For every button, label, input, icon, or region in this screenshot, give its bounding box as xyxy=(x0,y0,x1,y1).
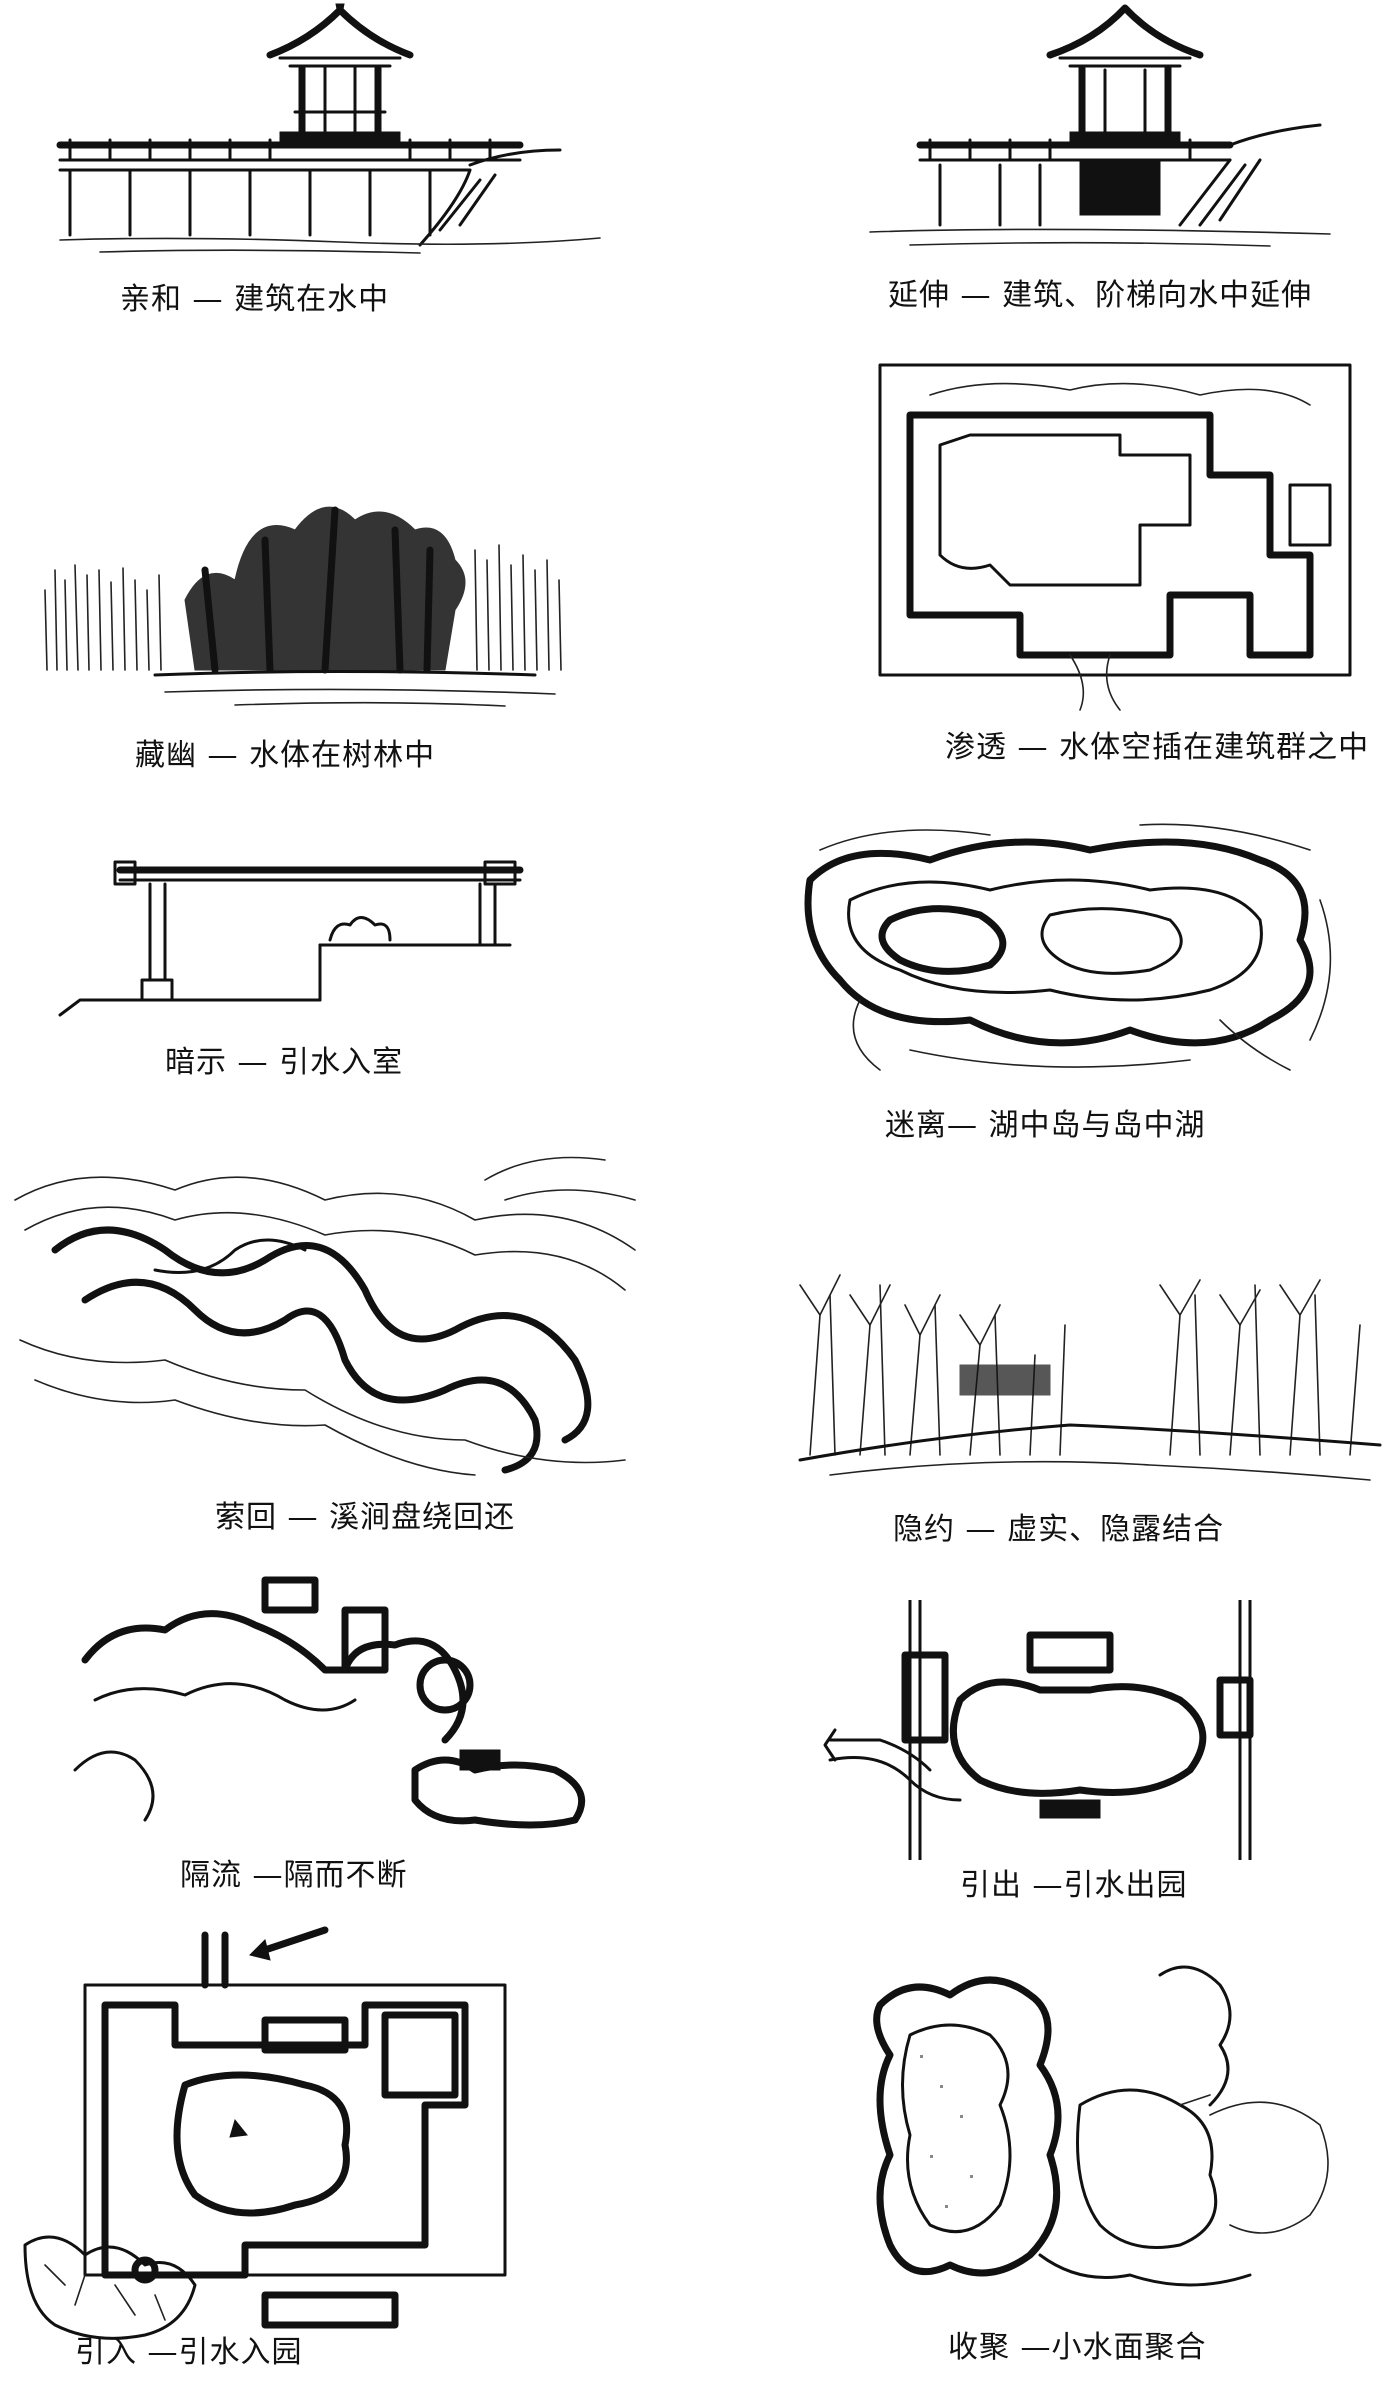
caption-yinghui: 萦回 — 溪涧盘绕回还 xyxy=(215,1500,516,1535)
caption-yinyue: 隐约 — 虚实、隐露结合 xyxy=(893,1512,1225,1547)
illustration-qinhe xyxy=(40,0,640,265)
illustration-geliu xyxy=(55,1570,635,1830)
trees-half-hidden-water-drawing xyxy=(798,1274,1382,1481)
winding-stream-plan xyxy=(14,1156,636,1476)
separated-flow-plan xyxy=(73,1576,586,1829)
illustration-shouju xyxy=(850,1955,1350,2335)
caption-mili: 迷离— 湖中岛与岛中湖 xyxy=(885,1108,1206,1143)
illustration-cangyou xyxy=(35,470,595,710)
caption-geliu: 隔流 —隔而不断 xyxy=(180,1858,408,1893)
caption-shentou: 渗透 — 水体空插在建筑群之中 xyxy=(945,730,1370,765)
water-led-into-room-section xyxy=(58,860,524,1017)
islands-in-lake-plan xyxy=(804,823,1332,1071)
water-in-forest-drawing xyxy=(44,506,562,707)
caption-yinru: 引入 —引水入园 xyxy=(75,2335,303,2370)
small-pools-gathered-plan xyxy=(873,1965,1329,2287)
illustration-yinchu xyxy=(820,1600,1340,1860)
water-led-out-plan xyxy=(823,1600,1254,1860)
pavilion-stairs-extending-drawing xyxy=(869,4,1331,247)
caption-shouju: 收聚 —小水面聚合 xyxy=(948,2330,1207,2365)
illustration-mili xyxy=(790,820,1350,1080)
pavilion-in-water-drawing xyxy=(56,3,601,254)
water-among-buildings-plan xyxy=(878,363,1352,711)
water-led-in-plan xyxy=(23,1926,507,2340)
illustration-yinghui xyxy=(5,1140,645,1490)
caption-qinhe: 亲和 — 建筑在水中 xyxy=(120,282,390,317)
illustration-yanshen xyxy=(850,0,1370,265)
caption-cangyou: 藏幽 — 水体在树林中 xyxy=(135,738,436,773)
illustration-yinru xyxy=(15,1925,525,2345)
illustration-shentou xyxy=(870,355,1365,715)
illustration-yinyue xyxy=(790,1255,1390,1495)
illustration-anshi xyxy=(40,850,560,1030)
caption-yinchu: 引出 —引水出园 xyxy=(960,1868,1188,1903)
caption-yanshen: 延伸 — 建筑、阶梯向水中延伸 xyxy=(888,278,1313,313)
caption-anshi: 暗示 — 引水入室 xyxy=(165,1045,404,1080)
